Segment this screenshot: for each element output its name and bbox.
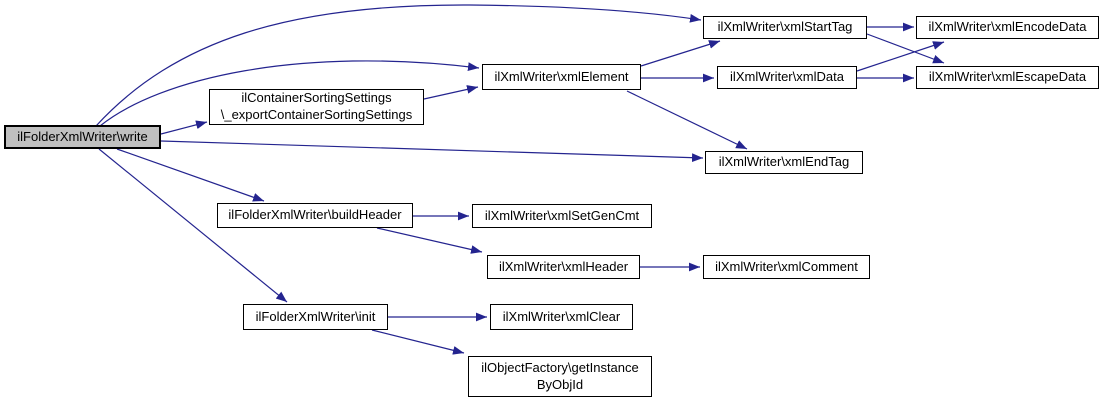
node-xml-start-tag[interactable]: ilXmlWriter\xmlStartTag [703,16,867,39]
edge-write-to-build-header [116,148,265,202]
edge-write-to-init [98,148,288,303]
edge-write-to-export-container-sorting-settings [160,120,208,135]
edge-xml-start-tag-to-xml-escape-data [866,33,945,64]
node-xml-comment[interactable]: ilXmlWriter\xmlComment [703,255,870,279]
node-build-header[interactable]: ilFolderXmlWriter\buildHeader [217,203,413,228]
node-write[interactable]: ilFolderXmlWriter\write [4,125,161,149]
edge-write-to-xml-element [99,60,480,127]
edge-build-header-to-xml-header [376,227,483,254]
node-xml-data[interactable]: ilXmlWriter\xmlData [717,66,857,89]
edge-xml-element-to-xml-start-tag [640,40,721,67]
node-get-instance-by-obj-id[interactable]: ilObjectFactory\getInstance ByObjId [468,356,652,397]
edge-xml-element-to-xml-end-tag [626,90,748,150]
node-xml-clear[interactable]: ilXmlWriter\xmlClear [490,304,633,330]
edge-xml-data-to-xml-encode-data [856,41,945,72]
edge-write-to-xml-end-tag [160,140,704,163]
node-xml-end-tag[interactable]: ilXmlWriter\xmlEndTag [705,151,863,174]
node-init[interactable]: ilFolderXmlWriter\init [243,304,388,330]
node-export-container-sorting-settings[interactable]: ilContainerSortingSettings \_exportConta… [209,89,424,125]
node-xml-element[interactable]: ilXmlWriter\xmlElement [482,64,641,90]
edge-export-container-sorting-settings-to-xml-element [423,85,479,100]
node-xml-encode-data[interactable]: ilXmlWriter\xmlEncodeData [916,16,1099,39]
node-xml-header[interactable]: ilXmlWriter\xmlHeader [487,255,640,279]
node-xml-set-gen-cmt[interactable]: ilXmlWriter\xmlSetGenCmt [472,204,652,228]
node-xml-escape-data[interactable]: ilXmlWriter\xmlEscapeData [916,66,1099,89]
edge-init-to-get-instance-by-obj-id [371,329,465,355]
edge-write-to-xml-start-tag [95,4,702,127]
